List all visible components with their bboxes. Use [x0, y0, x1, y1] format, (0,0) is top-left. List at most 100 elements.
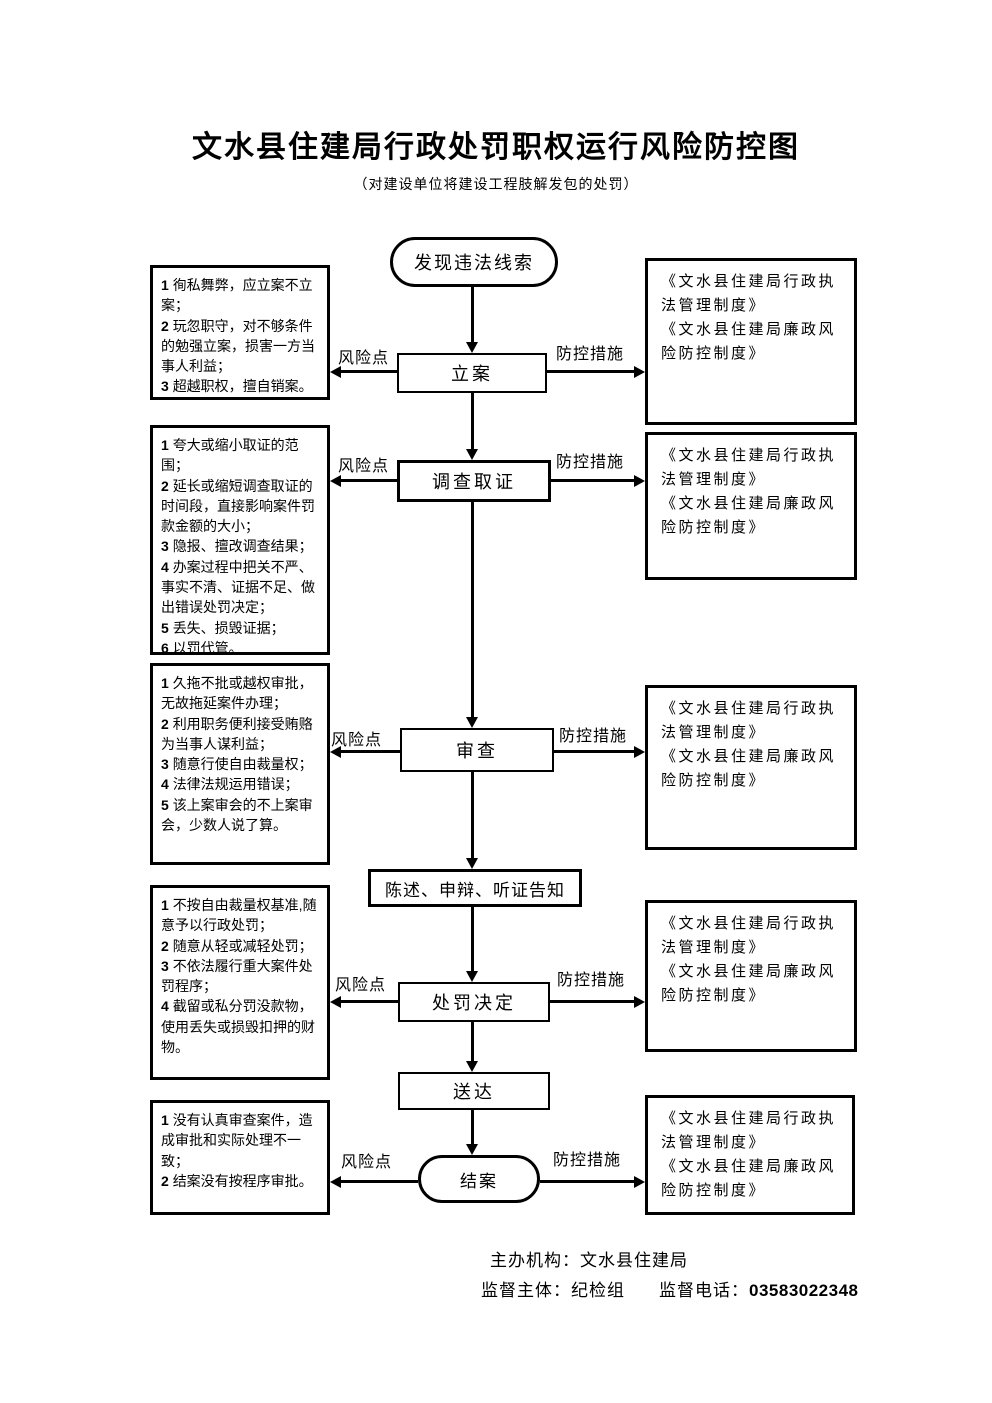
arrowhead-right-icon	[634, 1176, 645, 1188]
page-title: 文水县住建局行政处罚职权运行风险防控图	[192, 131, 800, 164]
arrowhead-down-icon	[466, 342, 478, 353]
arrowhead-left-icon	[330, 746, 341, 758]
node-case-filing: 立案	[397, 353, 547, 393]
arrowhead-down-icon	[466, 1061, 478, 1072]
control-doc: 《文水县住建局行政执法管理制度》	[661, 700, 837, 741]
risk-item: 1 不按自由裁量权基准,随意予以行政处罚；	[161, 897, 317, 934]
node-case-filing-label: 立案	[451, 364, 493, 384]
arrowhead-right-icon	[634, 996, 645, 1008]
risk-box-3: 1 久拖不批或越权审批，无故拖延案件办理； 2 利用职务便利接受贿赂为当事人谋利…	[150, 663, 330, 865]
risk-box-4: 1 不按自由裁量权基准,随意予以行政处罚； 2 随意从轻或减轻处罚； 3 不依法…	[150, 885, 330, 1080]
arrow-decision-to-control	[550, 1000, 634, 1003]
arrow-start-to-filing	[471, 287, 474, 343]
risk-box-2: 1 夸大或缩小取证的范围； 2 延长或缩短调查取证的时间段，直接影响案件罚款金额…	[150, 425, 330, 656]
risk-point-label-3: 风险点	[331, 732, 383, 749]
node-review: 审查	[400, 728, 554, 772]
risk-item: 1 没有认真审查案件，造成审批和实际处理不一致；	[161, 1112, 313, 1169]
arrow-investigation-to-review	[471, 502, 474, 718]
arrowhead-down-icon	[466, 717, 478, 728]
arrow-filing-to-investigation	[471, 393, 474, 450]
risk-item: 1 久拖不批或越权审批，无故拖延案件办理；	[161, 675, 313, 712]
node-penalty-decision-label: 处罚决定	[432, 993, 516, 1013]
control-box-3: 《文水县住建局行政执法管理制度》 《文水县住建局廉政风险防控制度》	[645, 685, 857, 850]
control-measure-label-1: 防控措施	[556, 346, 625, 363]
node-delivery-label: 送达	[453, 1082, 495, 1102]
arrowhead-right-icon	[634, 475, 645, 487]
footer-organizer: 主办机构：文水县住建局	[490, 1251, 688, 1270]
node-start-label: 发现违法线索	[414, 253, 534, 273]
control-box-5: 《文水县住建局行政执法管理制度》 《文水县住建局廉政风险防控制度》	[645, 1095, 855, 1215]
node-investigation-label: 调查取证	[432, 472, 516, 492]
arrowhead-left-icon	[330, 1176, 341, 1188]
arrow-review-to-control	[554, 750, 634, 753]
arrowhead-right-icon	[634, 746, 645, 758]
risk-point-label-4: 风险点	[335, 977, 387, 994]
node-investigation: 调查取证	[397, 460, 551, 502]
risk-point-label-5: 风险点	[341, 1154, 393, 1171]
control-box-4: 《文水县住建局行政执法管理制度》 《文水县住建局廉政风险防控制度》	[645, 900, 857, 1052]
control-doc: 《文水县住建局行政执法管理制度》	[661, 1110, 837, 1151]
arrowhead-down-icon	[466, 858, 478, 869]
risk-item: 3 超越职权，擅自销案。	[161, 378, 313, 395]
risk-point-label-1: 风险点	[338, 350, 390, 367]
footer-supervision: 监督主体：纪检组 监督电话：03583022348	[481, 1276, 859, 1301]
arrow-review-to-risk	[340, 750, 400, 753]
control-measure-label-3: 防控措施	[559, 728, 628, 745]
control-doc: 《文水县住建局廉政风险防控制度》	[661, 495, 837, 536]
control-measure-label-4: 防控措施	[557, 972, 626, 989]
page-subtitle: （对建设单位将建设工程肢解发包的处罚）	[353, 176, 639, 192]
node-review-label: 审查	[456, 741, 498, 761]
control-doc: 《文水县住建局廉政风险防控制度》	[661, 321, 837, 362]
arrow-closed-to-control	[540, 1180, 634, 1183]
risk-item: 5 该上案审会的不上案审会，少数人说了算。	[161, 796, 313, 834]
control-doc: 《文水县住建局廉政风险防控制度》	[661, 963, 837, 1004]
node-hearing-notice: 陈述、申辩、听证告知	[368, 869, 582, 907]
footer-phone-number: 03583022348	[749, 1281, 859, 1300]
risk-item: 1 夸大或缩小取证的范围；	[161, 437, 299, 474]
arrow-investigation-to-control	[551, 479, 634, 482]
risk-item: 4 截留或私分罚没款物，使用丢失或损毁扣押的财物。	[161, 998, 315, 1056]
arrow-hearing-to-decision	[471, 907, 474, 972]
risk-item: 3 随意行使自由裁量权；	[161, 756, 313, 773]
risk-item: 4 法律法规运用错误；	[161, 776, 299, 793]
node-hearing-notice-label: 陈述、申辩、听证告知	[385, 880, 565, 900]
arrowhead-down-icon	[466, 971, 478, 982]
control-box-2: 《文水县住建局行政执法管理制度》 《文水县住建局廉政风险防控制度》	[645, 432, 857, 580]
risk-item: 2 结案没有按程序审批。	[161, 1172, 313, 1189]
control-doc: 《文水县住建局廉政风险防控制度》	[661, 1158, 837, 1199]
risk-item: 2 随意从轻或减轻处罚；	[161, 937, 313, 954]
control-doc: 《文水县住建局行政执法管理制度》	[661, 447, 837, 488]
arrow-decision-to-delivery	[471, 1022, 474, 1062]
arrowhead-left-icon	[330, 475, 341, 487]
risk-item: 1 徇私舞弊，应立案不立案；	[161, 277, 313, 314]
control-doc: 《文水县住建局行政执法管理制度》	[661, 915, 837, 956]
risk-item: 2 利用职务便利接受贿赂为当事人谋利益；	[161, 715, 313, 752]
risk-point-label-2: 风险点	[338, 458, 390, 475]
node-case-closed-label: 结案	[460, 1171, 498, 1191]
node-delivery: 送达	[398, 1072, 550, 1110]
risk-item: 6 以罚代管。	[161, 639, 243, 656]
node-penalty-decision: 处罚决定	[398, 982, 550, 1022]
risk-item: 3 隐报、擅改调查结果；	[161, 538, 313, 555]
risk-item: 3 不依法履行重大案件处罚程序；	[161, 957, 313, 995]
arrowhead-right-icon	[634, 366, 645, 378]
arrow-review-to-hearing	[471, 772, 474, 859]
control-doc: 《文水县住建局廉政风险防控制度》	[661, 748, 837, 789]
footer-phone-label: 监督电话：	[659, 1281, 749, 1300]
control-measure-label-5: 防控措施	[553, 1152, 622, 1169]
arrowhead-down-icon	[466, 1144, 478, 1155]
arrowhead-left-icon	[330, 366, 341, 378]
control-box-1: 《文水县住建局行政执法管理制度》 《文水县住建局廉政风险防控制度》	[645, 258, 857, 425]
risk-box-5: 1 没有认真审查案件，造成审批和实际处理不一致； 2 结案没有按程序审批。	[150, 1100, 330, 1215]
risk-item: 2 玩忽职守，对不够条件的勉强立案，损害一方当事人利益；	[161, 317, 315, 375]
node-start: 发现违法线索	[390, 237, 558, 287]
footer-supervisor: 监督主体：纪检组	[481, 1281, 625, 1300]
arrowhead-down-icon	[466, 449, 478, 460]
arrow-investigation-to-risk	[340, 479, 397, 482]
control-doc: 《文水县住建局行政执法管理制度》	[661, 273, 837, 314]
control-measure-label-2: 防控措施	[556, 454, 625, 471]
arrowhead-left-icon	[330, 996, 341, 1008]
arrow-filing-to-control	[547, 370, 634, 373]
risk-box-1: 1 徇私舞弊，应立案不立案； 2 玩忽职守，对不够条件的勉强立案，损害一方当事人…	[150, 265, 330, 400]
